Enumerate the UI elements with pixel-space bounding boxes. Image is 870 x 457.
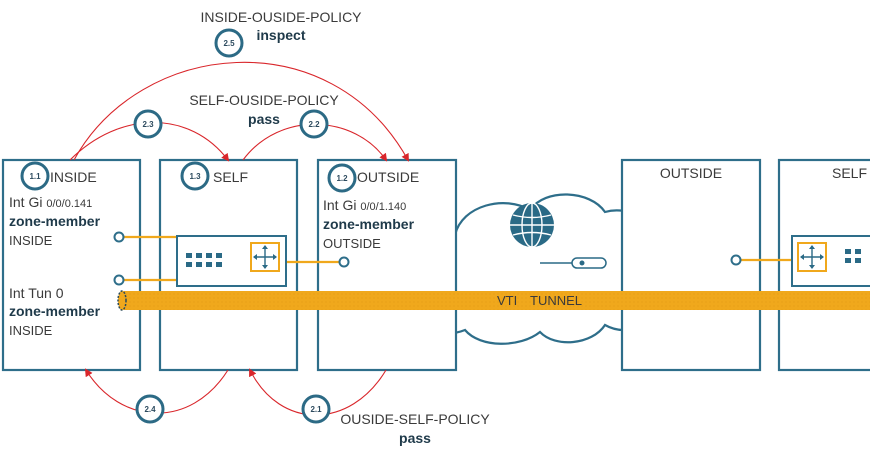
outside-if-zone: OUTSIDE (323, 236, 381, 251)
badge-1-2: 1.2 (327, 163, 357, 193)
cable-icon (540, 257, 607, 269)
outside-if-member: zone-member (323, 216, 415, 232)
port-remote-outside (730, 254, 742, 266)
port-tun-0 (113, 274, 125, 286)
badge-2-5: 2.5 (214, 28, 244, 58)
port-gi-0-0-1-140 (338, 256, 350, 268)
zone-box-remote-outside (620, 158, 762, 372)
zone-title-inside: INSIDE (50, 169, 97, 185)
tunnel-label-tunnel: TUNNEL (530, 293, 582, 308)
zone-title-outside: OUTSIDE (357, 169, 419, 185)
policy-name-2-2: SELF-OUSIDE-POLICY (189, 92, 339, 108)
policy-action-2-1: pass (399, 430, 431, 446)
svg-text:2.4: 2.4 (144, 405, 156, 414)
tunnel-label-vti: VTI (497, 293, 517, 308)
svg-text:1.1: 1.1 (29, 172, 41, 181)
zone-title-remote-outside: OUTSIDE (660, 165, 722, 181)
port-gi-0-0-0-141 (113, 231, 125, 243)
svg-text:2.3: 2.3 (142, 120, 154, 129)
router-ports-icon (186, 253, 222, 267)
inside-if2-member: zone-member (9, 303, 101, 319)
interface-links (124, 235, 792, 282)
interface-points (113, 231, 742, 286)
inside-if1-label: Int Gi 0/0/0.141 (9, 194, 92, 210)
zone-title-self: SELF (213, 169, 248, 185)
policy-name-2-1: OUSIDE-SELF-POLICY (340, 411, 490, 427)
badge-2-4: 2.4 (135, 394, 165, 424)
svg-text:1.3: 1.3 (189, 172, 201, 181)
zone-title-remote-self: SELF (832, 165, 867, 181)
router-remote (791, 235, 870, 287)
router-arrows-icon (250, 242, 280, 272)
badge-2-2: 2.2 (299, 109, 329, 139)
inside-if1-member: zone-member (9, 213, 101, 229)
badge-1-3: 1.3 (180, 161, 210, 191)
router-remote-ports-icon (845, 249, 861, 263)
svg-text:2.1: 2.1 (310, 405, 322, 414)
svg-text:2.2: 2.2 (308, 120, 320, 129)
badge-2-1: 2.1 (301, 394, 331, 424)
inside-if2-label: Int Tun 0 (9, 285, 64, 301)
zone-box-inside (1, 158, 142, 372)
arrow-2-5 (73, 61, 409, 162)
router-remote-arrows-icon (797, 242, 827, 272)
badge-1-1: 1.1 (20, 161, 50, 191)
svg-text:1.2: 1.2 (336, 174, 348, 183)
badge-2-3: 2.3 (133, 109, 163, 139)
vti-tunnel: VTI TUNNEL (117, 290, 870, 311)
policy-name-2-5: INSIDE-OUSIDE-POLICY (200, 9, 362, 25)
step-badges: 2.5 2.3 2.2 2.4 2.1 1.1 1.3 1.2 (20, 28, 357, 424)
svg-text:2.5: 2.5 (223, 39, 235, 48)
globe-icon (510, 202, 554, 248)
outside-if-label: Int Gi 0/0/1.140 (323, 197, 406, 213)
policy-action-2-2: pass (248, 111, 280, 127)
policy-action-2-5: inspect (256, 27, 305, 43)
inside-if1-zone: INSIDE (9, 233, 53, 248)
inside-if2-zone: INSIDE (9, 323, 53, 338)
router-local (176, 235, 287, 287)
